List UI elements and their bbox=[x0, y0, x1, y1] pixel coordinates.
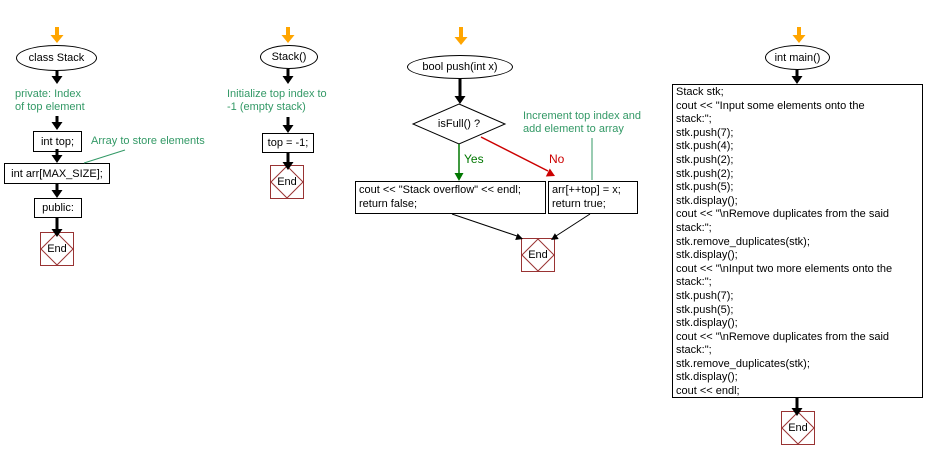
end-node-class-stack: End bbox=[40, 232, 74, 266]
no-branch-label: No bbox=[549, 152, 565, 166]
end-label: End bbox=[788, 422, 808, 434]
process-box-int-arr: int arr[MAX_SIZE]; bbox=[4, 163, 110, 184]
end-diamond-icon bbox=[522, 239, 555, 272]
annotation-init-top: Initialize top index to-1 (empty stack) bbox=[227, 88, 327, 113]
yes-branch-label: Yes bbox=[464, 152, 484, 166]
start-node-constructor: Stack() bbox=[260, 45, 318, 69]
end-node-main: End bbox=[781, 411, 815, 445]
process-box-top-init: top = -1; bbox=[262, 133, 314, 153]
end-diamond-icon bbox=[41, 233, 74, 266]
process-box-public: public: bbox=[34, 198, 82, 218]
end-diamond-icon bbox=[271, 166, 304, 199]
end-node-push: End bbox=[521, 238, 555, 272]
end-label: End bbox=[277, 176, 297, 188]
start-node-main: int main() bbox=[765, 45, 830, 70]
process-box-overflow: cout << "Stack overflow" << endl;return … bbox=[355, 181, 546, 214]
end-label: End bbox=[528, 249, 548, 261]
process-box-int-top: int top; bbox=[33, 131, 82, 152]
annotation-array-store: Array to store elements bbox=[91, 135, 205, 147]
process-box-push-element: arr[++top] = x;return true; bbox=[548, 181, 638, 214]
process-box-main-code: Stack stk;cout << "Input some elements o… bbox=[672, 84, 923, 398]
end-diamond-icon bbox=[782, 412, 815, 445]
start-node-push: bool push(int x) bbox=[407, 55, 513, 79]
start-node-class-stack: class Stack bbox=[16, 45, 97, 71]
end-node-constructor: End bbox=[270, 165, 304, 199]
decision-label-isfull: isFull() ? bbox=[437, 118, 481, 130]
end-label: End bbox=[47, 243, 67, 255]
